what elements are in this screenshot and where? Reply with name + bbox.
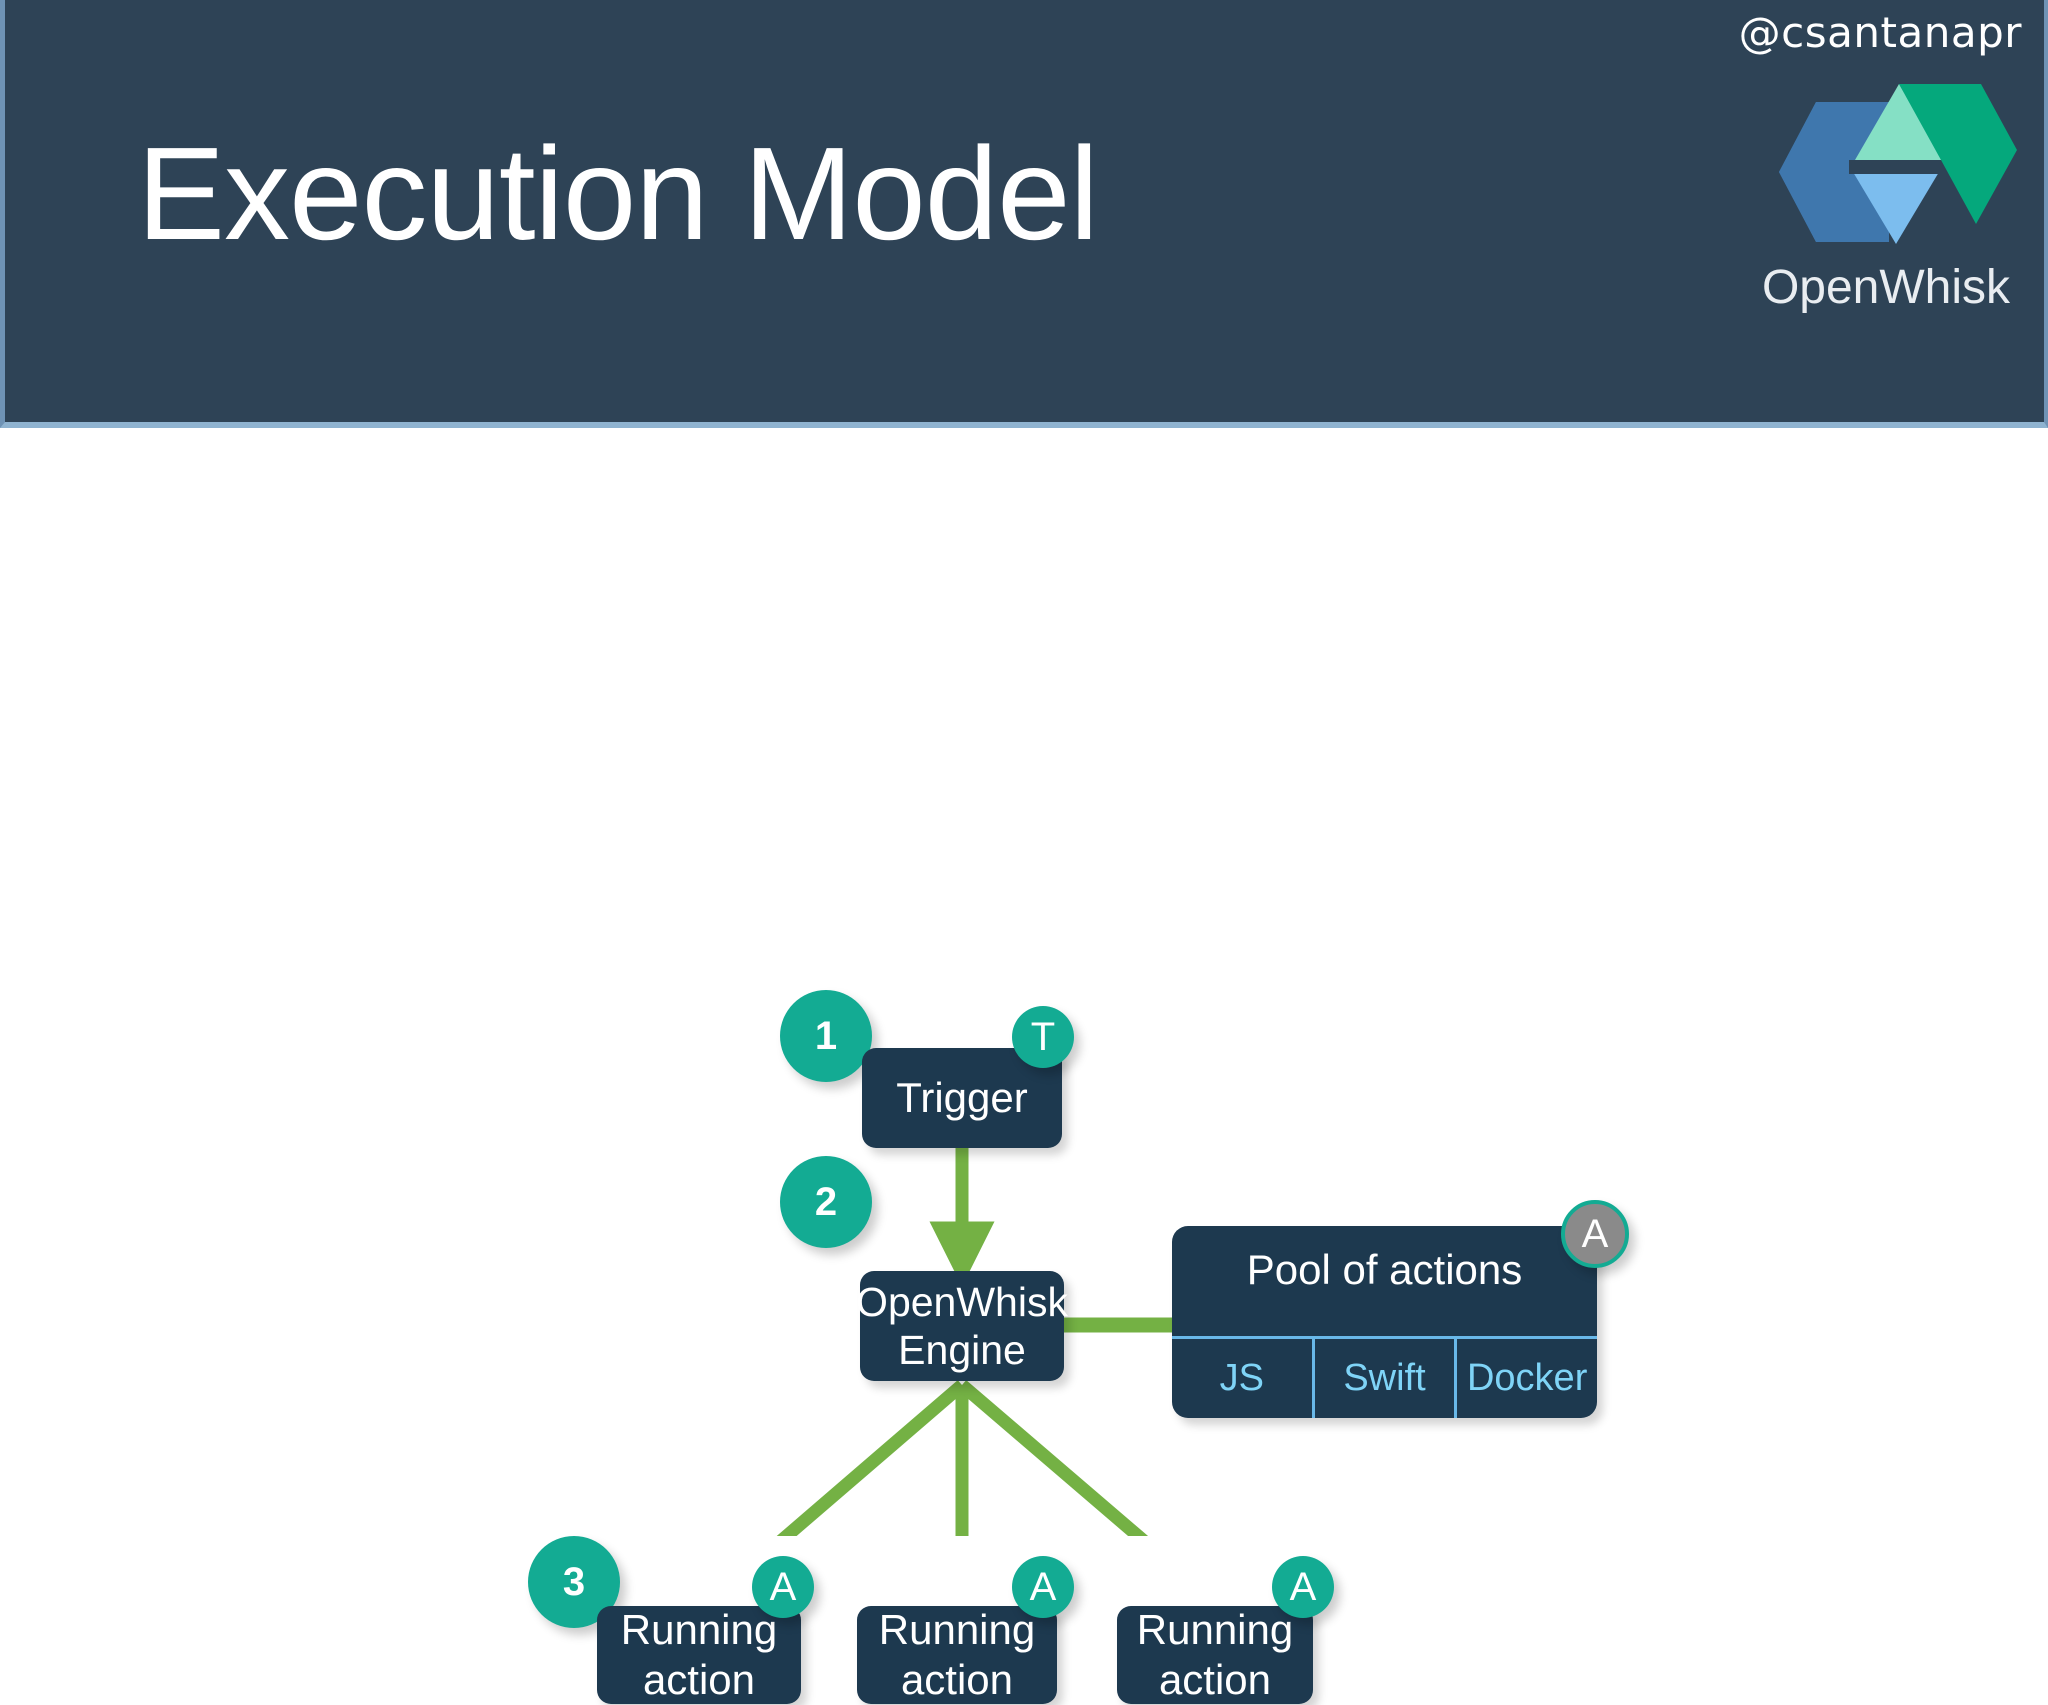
node-action-2-line1: Running	[878, 1606, 1036, 1654]
edge-engine-to-action-1	[776, 1380, 967, 1536]
node-trigger-label: Trigger	[896, 1074, 1028, 1122]
node-engine-label: OpenWhisk Engine	[856, 1278, 1068, 1375]
action-kind-badge-3: A	[1272, 1556, 1334, 1618]
node-action-1-line2: action	[642, 1656, 756, 1703]
edge-engine-to-action-3	[957, 1380, 1149, 1536]
runtime-cell-swift[interactable]: Swift	[1311, 1339, 1455, 1418]
node-running-action-3[interactable]: Running action	[1117, 1606, 1313, 1704]
page-title: Execution Model	[137, 120, 1099, 267]
step-badge-1: 1	[780, 990, 872, 1082]
slide-header: @csantanapr Execution Model OpenWhisk	[0, 0, 2048, 428]
node-engine-label-line1: OpenWhisk	[856, 1278, 1068, 1325]
action-kind-badge-1: A	[752, 1556, 814, 1618]
node-pool-of-actions[interactable]: Pool of actions JS Swift Docker	[1172, 1226, 1597, 1418]
diagram-edges	[776, 1148, 1176, 1536]
openwhisk-logo: OpenWhisk	[1741, 72, 2031, 332]
execution-model-diagram: 1 2 3 Trigger T OpenWhisk Engine Pool of…	[0, 428, 2048, 1704]
node-action-3-line1: Running	[1136, 1606, 1294, 1654]
runtime-cell-docker[interactable]: Docker	[1454, 1339, 1597, 1418]
step-badge-2: 2	[780, 1156, 872, 1248]
openwhisk-logo-icon	[1779, 84, 2017, 244]
action-kind-badge-2: A	[1012, 1556, 1074, 1618]
node-action-2-line2: action	[900, 1656, 1014, 1703]
node-running-action-2[interactable]: Running action	[857, 1606, 1057, 1704]
node-action-1-label: Running action	[621, 1605, 777, 1704]
node-action-3-label: Running action	[1137, 1605, 1293, 1704]
pool-title: Pool of actions	[1246, 1246, 1523, 1293]
openwhisk-logo-text: OpenWhisk	[1761, 261, 2011, 314]
author-handle: @csantanapr	[1738, 8, 2022, 57]
node-action-3-line2: action	[1158, 1656, 1272, 1703]
trigger-kind-badge: T	[1012, 1006, 1074, 1068]
node-openwhisk-engine[interactable]: OpenWhisk Engine	[856, 1271, 1068, 1381]
node-action-2-label: Running action	[879, 1605, 1035, 1704]
runtime-cell-js[interactable]: JS	[1219, 1357, 1265, 1399]
pool-kind-badge: A	[1561, 1200, 1629, 1268]
node-action-1-line1: Running	[620, 1606, 778, 1654]
node-running-action-1[interactable]: Running action	[597, 1606, 801, 1704]
node-engine-label-line2: Engine	[898, 1327, 1026, 1373]
pool-runtime-row: JS Swift Docker	[1172, 1336, 1597, 1418]
